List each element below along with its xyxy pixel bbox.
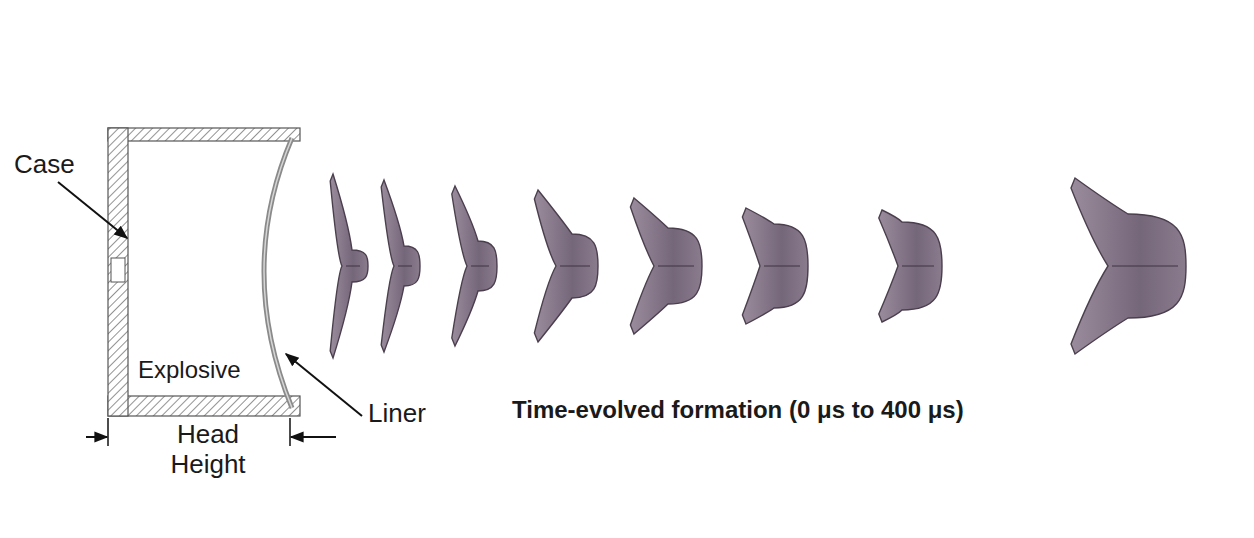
- part-label: Case: [14, 150, 75, 180]
- liner-curve: [264, 138, 292, 408]
- penetrator-frame: [742, 208, 808, 324]
- case-top: [108, 128, 300, 141]
- liner-plate: [264, 138, 292, 408]
- case-bottom: [108, 396, 300, 416]
- frame-core-line: [560, 266, 590, 267]
- dimension-arrow: [291, 436, 336, 438]
- penetrator-frame: [452, 186, 497, 346]
- frame-core-line: [398, 266, 412, 267]
- case-leader: [58, 182, 127, 238]
- penetrator-frame: [879, 210, 942, 322]
- detonator-port: [111, 258, 125, 282]
- frame-core-line: [902, 266, 934, 267]
- dimension-extension: [107, 418, 109, 446]
- penetrator-frame: [330, 174, 368, 358]
- dimension-arrow: [86, 436, 107, 438]
- penetrator-frames: [330, 174, 1186, 358]
- frame-core-line: [346, 266, 360, 267]
- penetrator-frame: [534, 190, 598, 342]
- case-housing: [108, 128, 300, 416]
- dimension-label: Head Height: [152, 420, 264, 480]
- frame-core-line: [471, 266, 489, 267]
- dimension-extension: [289, 418, 291, 446]
- caption-label: Time-evolved formation (0 μs to 400 μs): [512, 396, 964, 424]
- frame-core-line: [1112, 266, 1178, 267]
- case-wall: [108, 128, 128, 416]
- penetrator-frame: [381, 180, 420, 352]
- part-label: Explosive: [138, 356, 241, 384]
- penetrator-frame: [630, 198, 702, 334]
- frame-core-line: [764, 266, 800, 267]
- frame-core-line: [658, 266, 694, 267]
- penetrator-frame: [1071, 178, 1186, 354]
- part-label: Liner: [368, 399, 426, 429]
- liner-highlight: [264, 138, 292, 408]
- liner-leader: [286, 354, 362, 416]
